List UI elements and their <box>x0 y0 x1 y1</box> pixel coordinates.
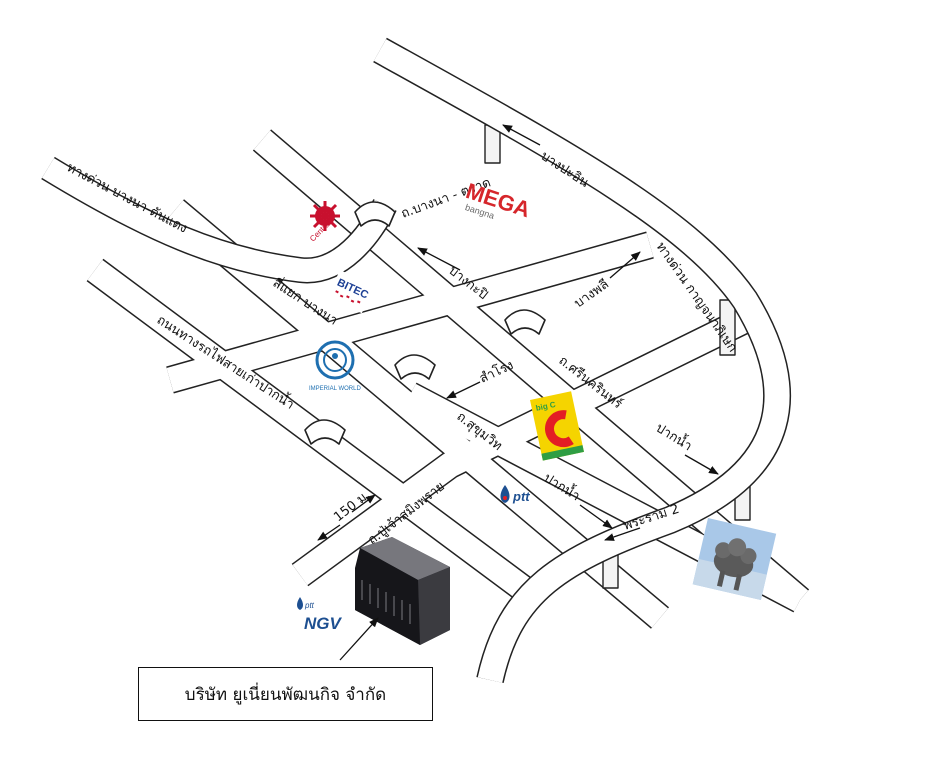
label-pak-nam-1: ปากน้ำ <box>653 418 696 454</box>
arrow-distance-down <box>317 524 341 541</box>
arrow-samrong <box>446 381 481 399</box>
imperial-world-logo-text: IMPERIAL WORLD <box>309 386 361 392</box>
erawan-elephant-image <box>692 518 777 601</box>
arrow-distance-up <box>351 494 376 513</box>
arrow-to-company <box>339 617 379 661</box>
company-label-box: บริษัท ยูเนี่ยนพัฒนกิจ จำกัด <box>138 667 433 721</box>
ptt-logo: ptt <box>500 485 530 504</box>
arrow-pak-nam-2 <box>579 504 613 529</box>
imperial-world-logo: IMPERIAL WORLD <box>309 340 361 392</box>
ptt-ngv-logo-text: ptt <box>304 601 315 610</box>
big-c-logo-text: big C <box>535 400 557 413</box>
arrow-bang-phli <box>609 251 641 279</box>
mega-logo-text: MEGA <box>463 178 534 222</box>
label-bang-phli: บางพลี <box>571 276 612 311</box>
road-network <box>41 37 810 684</box>
ptt-ngv-logo-text2: NGV <box>304 614 343 633</box>
arrow-rama2 <box>604 527 641 541</box>
company-name: บริษัท ยูเนี่ยนพัฒนกิจ จำกัด <box>184 684 387 705</box>
label-samrong: สำโรง <box>477 357 516 387</box>
arrow-bang-kapi <box>417 247 461 271</box>
arrow-bang-pa-in <box>502 124 541 146</box>
ptt-ngv-logo: ptt NGV <box>297 597 343 633</box>
company-building-icon <box>355 537 450 645</box>
arrow-pak-nam-1 <box>684 454 719 475</box>
central-logo: Central <box>308 201 340 243</box>
mega-bangna-logo: MEGA bangna <box>463 178 534 222</box>
big-c-logo: big C <box>530 391 584 461</box>
ptt-logo-text: ptt <box>512 489 530 504</box>
